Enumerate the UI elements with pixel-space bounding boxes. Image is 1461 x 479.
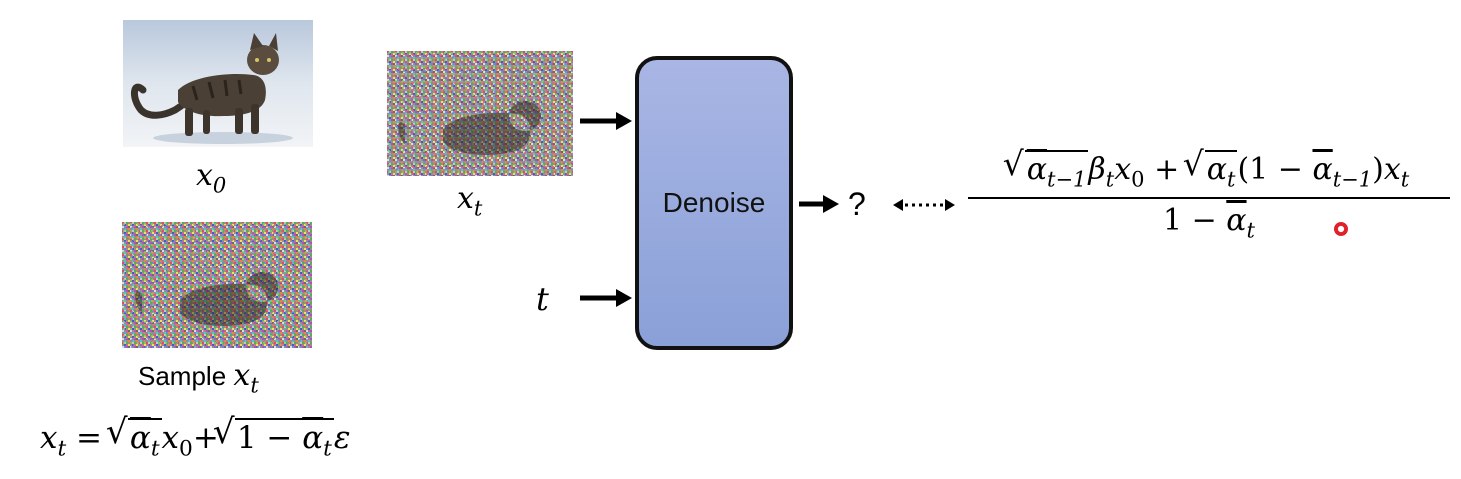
denoise-block: Denoise: [635, 56, 793, 350]
arrow-denoise-to-output: [799, 195, 839, 213]
dotted-double-arrow: [893, 199, 955, 211]
fraction-bar: [968, 197, 1450, 200]
xt-caption: xt: [457, 181, 483, 221]
sample-caption: Sample xt: [138, 358, 259, 398]
formula-denominator: 1 − αt: [1162, 203, 1255, 243]
forward-process-formula: xt = αtx0+1 − αtε: [40, 412, 351, 462]
noisy-image-sample: [122, 222, 312, 348]
predicted-output-placeholder: ?: [848, 186, 866, 222]
laser-pointer-dot: [1334, 222, 1348, 236]
formula-numerator: αt−1βtx0 + αt(1 − αt−1)xt: [1003, 144, 1409, 191]
cat-image-x0: [123, 20, 313, 147]
posterior-mean-formula: αt−1βtx0 + αt(1 − αt−1)xt 1 − αt: [968, 144, 1450, 243]
x0-caption: x0: [196, 158, 227, 198]
timestep-label: t: [536, 280, 549, 318]
denoise-label: Denoise: [662, 187, 766, 218]
arrow-t-to-denoise: [580, 289, 632, 307]
arrow-xt-to-denoise: [580, 112, 632, 130]
noisy-image-xt: [387, 51, 573, 176]
